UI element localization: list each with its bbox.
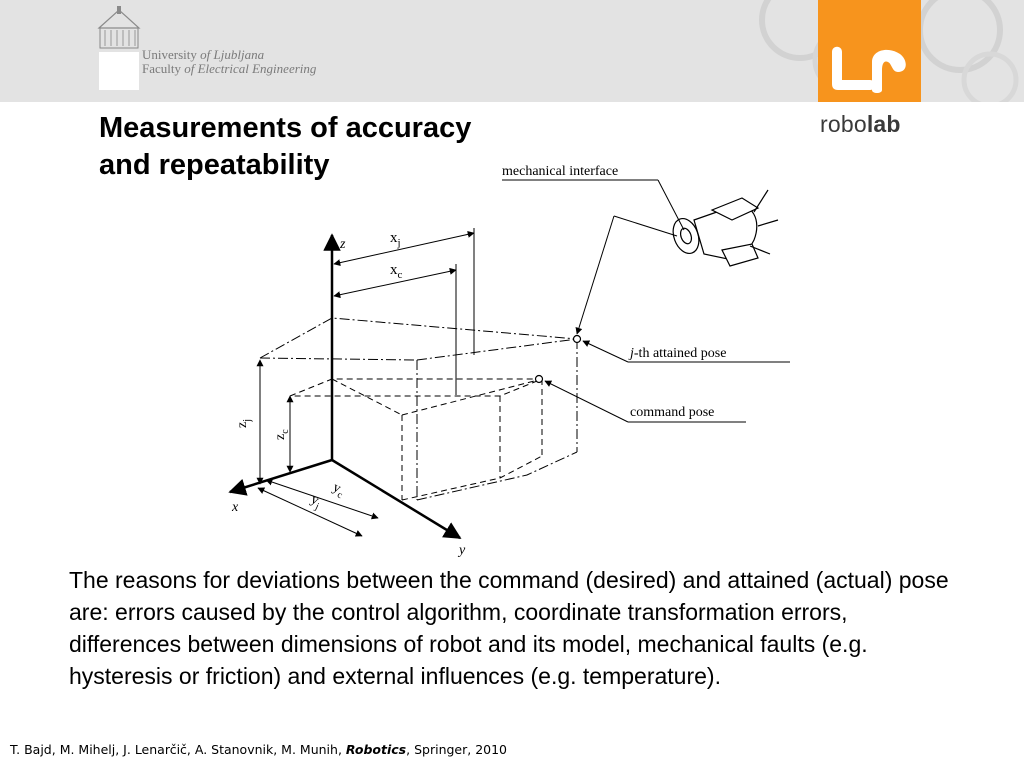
axis-y-line xyxy=(331,458,462,540)
faculty-word: Faculty xyxy=(142,61,181,76)
university-word: University xyxy=(142,47,197,62)
pose-diagram: z x y xj xc zj zc yc yj xyxy=(228,164,790,558)
robolab-lab: lab xyxy=(866,111,901,137)
citation-publisher: , Springer, 2010 xyxy=(406,742,508,757)
dim-xc-label: xc xyxy=(390,262,403,281)
command-pose-point xyxy=(534,374,544,384)
citation: T. Bajd, M. Mihelj, J. Lenarčič, A. Stan… xyxy=(10,742,507,757)
citation-authors: T. Bajd, M. Mihelj, J. Lenarčič, A. Stan… xyxy=(10,742,346,757)
dim-yc-label: yc xyxy=(329,480,347,501)
leader-command-pose xyxy=(544,380,629,423)
slide-title: Measurements of accuracy and repeatabili… xyxy=(99,110,471,184)
citation-book: Robotics xyxy=(345,742,407,757)
university-logo xyxy=(97,6,141,92)
mechanical-interface-gripper xyxy=(672,189,779,267)
axis-z-label: z xyxy=(339,237,346,252)
leader-attained-pose xyxy=(582,340,629,363)
attained-pose-box xyxy=(259,317,578,501)
body-paragraph: The reasons for deviations between the c… xyxy=(69,567,949,689)
dim-zj-label: zj xyxy=(235,419,253,428)
attained-pose-point xyxy=(572,334,582,344)
university-name: University of Ljubljana Faculty of Elect… xyxy=(142,48,316,76)
dim-xj-label: xj xyxy=(390,230,401,249)
faculty-name: of Electrical Engineering xyxy=(184,61,317,76)
lr-logo-mark xyxy=(832,46,906,93)
command-pose-box xyxy=(289,378,543,501)
dim-xc-line xyxy=(333,267,457,299)
label-mechanical-interface: mechanical interface xyxy=(502,164,618,179)
title-line-2: and repeatability xyxy=(99,149,330,181)
dim-xj-line xyxy=(333,230,475,267)
title-line-1: Measurements of accuracy xyxy=(99,112,472,144)
lr-logo xyxy=(818,0,921,102)
axis-x-label: x xyxy=(231,500,239,515)
robolab-wordmark: robolab xyxy=(820,111,901,138)
axis-x-line xyxy=(228,458,333,496)
dim-yj-line xyxy=(257,487,363,537)
axis-y-label: y xyxy=(457,543,466,558)
robolab-robo: robo xyxy=(820,111,867,137)
dim-zc-label: zc xyxy=(273,429,291,440)
university-city: of Ljubljana xyxy=(200,47,265,62)
label-attained-pose: j-th attained pose xyxy=(628,346,726,361)
label-command-pose: command pose xyxy=(630,405,714,420)
